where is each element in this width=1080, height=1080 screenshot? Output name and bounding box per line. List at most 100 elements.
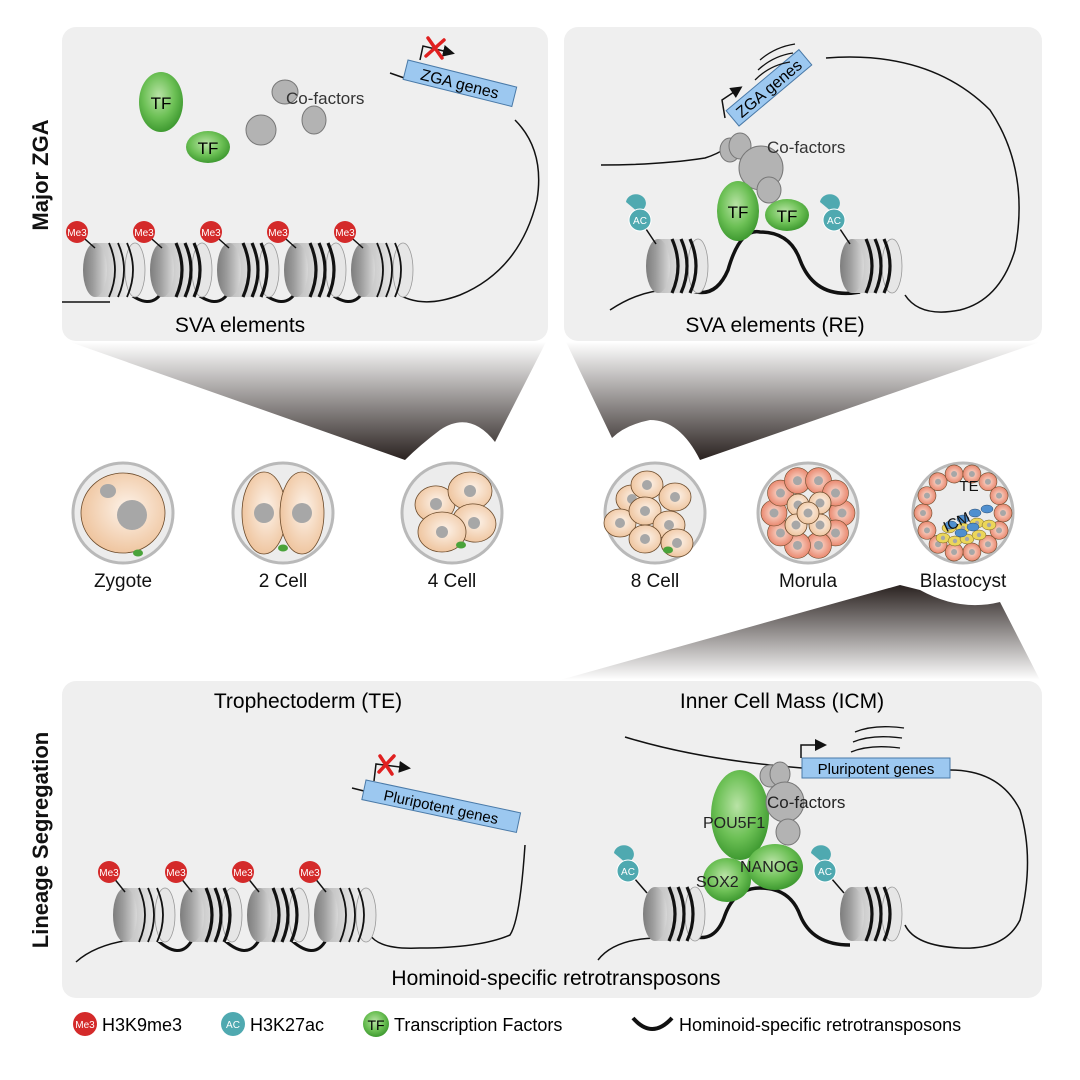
nucleosome	[113, 887, 176, 943]
stage-4-cell: 4 Cell	[400, 461, 504, 592]
tf-label-pou5f1: POU5F1	[703, 815, 765, 832]
stage-label: 2 Cell	[259, 571, 308, 592]
svg-text:Me3: Me3	[99, 868, 119, 879]
svg-text:TF: TF	[198, 139, 219, 158]
stage-label: 8 Cell	[631, 571, 680, 592]
arc-icon	[631, 1016, 674, 1031]
legend: Me3 H3K9me3 AC H3K27ac TF Transcription …	[73, 1011, 961, 1037]
stage-label: Blastocyst	[920, 571, 1007, 592]
svg-text:H3K9me3: H3K9me3	[102, 1015, 182, 1035]
h3k9me3-mark: Me3	[299, 861, 327, 893]
cofactors-label: Co-factors	[286, 89, 364, 108]
svg-text:Me3: Me3	[335, 228, 355, 239]
row-label-lineage-segregation: Lineage Segregation	[28, 732, 53, 948]
funnel-top-left	[70, 342, 546, 460]
tf-protein: TF	[765, 199, 809, 231]
blocked-cross-icon	[424, 36, 446, 60]
cofactor-cluster	[759, 761, 805, 846]
h3k27ac-mark: AC	[811, 845, 845, 894]
row-label-major-zga: Major ZGA	[28, 119, 53, 230]
me3-icon	[73, 1012, 97, 1036]
svg-text:Me3: Me3	[75, 1020, 95, 1031]
tf-protein: TF	[717, 181, 759, 241]
transcript-waves-icon	[754, 43, 796, 81]
ac-icon	[221, 1012, 245, 1036]
svg-text:AC: AC	[621, 867, 635, 878]
svg-text:Me3: Me3	[201, 228, 221, 239]
h3k9me3-mark: Me3	[66, 221, 96, 249]
panel-bottom: Trophectoderm (TE) Inner Cell Mass (ICM)…	[62, 681, 1042, 998]
svg-text:H3K27ac: H3K27ac	[250, 1015, 324, 1035]
svg-text:AC: AC	[226, 1020, 240, 1031]
legend-item-tf: TF Transcription Factors	[363, 1011, 562, 1037]
h3k9me3-mark: Me3	[232, 861, 260, 893]
nucleosome	[646, 238, 709, 294]
nucleosome	[83, 242, 146, 298]
nucleosome	[217, 242, 280, 298]
svg-text:AC: AC	[633, 216, 647, 227]
nucleosome	[840, 886, 903, 942]
legend-item-h3k27ac: AC H3K27ac	[221, 1012, 324, 1036]
tf-nanog	[747, 844, 803, 890]
gene-box-pluripotent: Pluripotent genes	[801, 757, 951, 779]
svg-text:AC: AC	[818, 867, 832, 878]
tss-arrow	[721, 86, 743, 119]
tss-arrow	[419, 45, 455, 61]
stage-morula: Morula	[756, 461, 860, 592]
stage-label: Morula	[779, 571, 838, 592]
h3k9me3-mark: Me3	[334, 221, 364, 249]
legend-item-retrotransposon: Hominoid-specific retrotransposons	[631, 1015, 961, 1035]
nucleosome	[247, 887, 310, 943]
blocked-cross-icon	[377, 754, 396, 776]
svg-text:Transcription Factors: Transcription Factors	[394, 1015, 562, 1035]
nucleosome	[150, 242, 213, 298]
h3k9me3-mark: Me3	[200, 221, 230, 249]
svg-text:Me3: Me3	[67, 228, 87, 239]
tf-protein: TF	[186, 131, 230, 163]
svg-text:Me3: Me3	[134, 228, 154, 239]
h3k9me3-mark: Me3	[267, 221, 297, 249]
svg-text:Me3: Me3	[268, 228, 288, 239]
panel-title-icm: Inner Cell Mass (ICM)	[680, 690, 884, 713]
transcript-waves-icon	[850, 726, 905, 753]
h3k27ac-mark: AC	[614, 845, 648, 894]
nucleosome	[314, 887, 377, 943]
tf-sox2	[703, 858, 751, 902]
tf-label-sox2: SOX2	[696, 874, 739, 891]
nucleosome	[351, 242, 414, 298]
stage-label: 4 Cell	[428, 571, 477, 592]
panel-caption: Hominoid-specific retrotransposons	[391, 967, 720, 990]
nucleosome	[840, 238, 903, 294]
cofactors-label: Co-factors	[767, 138, 845, 157]
h3k9me3-mark: Me3	[98, 861, 126, 893]
panel-caption: SVA elements (RE)	[685, 314, 864, 337]
panel-title-te: Trophectoderm (TE)	[214, 690, 402, 713]
svg-text:TF: TF	[728, 203, 749, 222]
stage-8-cell: 8 Cell	[603, 461, 707, 592]
h3k27ac-mark: AC	[626, 194, 657, 245]
nucleosome	[284, 242, 347, 298]
svg-text:AC: AC	[827, 216, 841, 227]
panel-caption: SVA elements	[175, 314, 305, 337]
funnel-top-right	[566, 342, 1040, 460]
tf-pou5f1	[711, 770, 769, 860]
nucleosome	[643, 886, 706, 942]
svg-text:TF: TF	[367, 1017, 384, 1033]
svg-text:Me3: Me3	[233, 868, 253, 879]
svg-text:Me3: Me3	[166, 868, 186, 879]
cofactors-label: Co-factors	[767, 793, 845, 812]
stage-2-cell: 2 Cell	[231, 461, 335, 592]
h3k9me3-mark: Me3	[165, 861, 193, 893]
svg-text:Hominoid-specific retrotranspo: Hominoid-specific retrotransposons	[679, 1015, 961, 1035]
legend-item-h3k9me3: Me3 H3K9me3	[73, 1012, 182, 1036]
svg-text:Pluripotent genes: Pluripotent genes	[818, 761, 935, 778]
tss-arrow	[373, 760, 411, 782]
tf-icon	[363, 1011, 389, 1037]
svg-text:TF: TF	[151, 94, 172, 113]
tf-protein: TF	[139, 72, 183, 132]
